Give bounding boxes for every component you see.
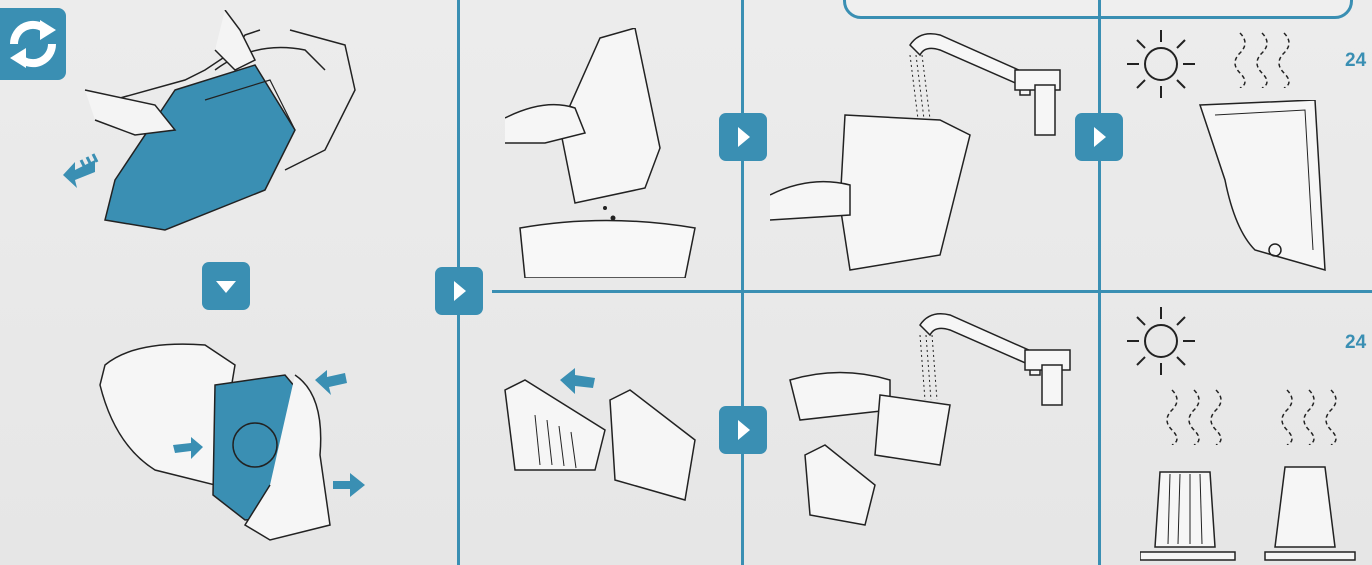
empty-container-illustration: [505, 28, 705, 278]
dry-time-label-bottom: 24: [1345, 332, 1366, 354]
divider-horizontal: [492, 290, 1372, 293]
divider-vertical-2: [741, 0, 744, 565]
drying-filters-illustration: [1140, 462, 1360, 562]
remove-filter-illustration: [95, 325, 395, 550]
heat-waves-icon: [1160, 385, 1230, 445]
separate-filters-illustration: [485, 360, 715, 520]
rinse-container-illustration: [770, 25, 1080, 280]
divider-vertical-3: [1098, 0, 1101, 565]
heat-waves-icon: [1225, 28, 1300, 88]
arrow-right-icon[interactable]: [719, 406, 767, 454]
arrow-right-icon[interactable]: [719, 113, 767, 161]
drying-container-illustration: [1195, 100, 1330, 275]
remove-dust-container-illustration: [55, 10, 385, 250]
heat-waves-icon: [1275, 385, 1345, 445]
faucet-icon: [920, 314, 1070, 405]
rinse-filters-illustration: [780, 305, 1090, 535]
dry-time-label-top: 24: [1345, 50, 1366, 72]
arrow-right-icon[interactable]: [435, 267, 483, 315]
arrow-down-icon[interactable]: [202, 262, 250, 310]
sun-icon: [1125, 28, 1197, 100]
arrow-right-icon[interactable]: [1075, 113, 1123, 161]
sun-icon: [1125, 305, 1197, 377]
